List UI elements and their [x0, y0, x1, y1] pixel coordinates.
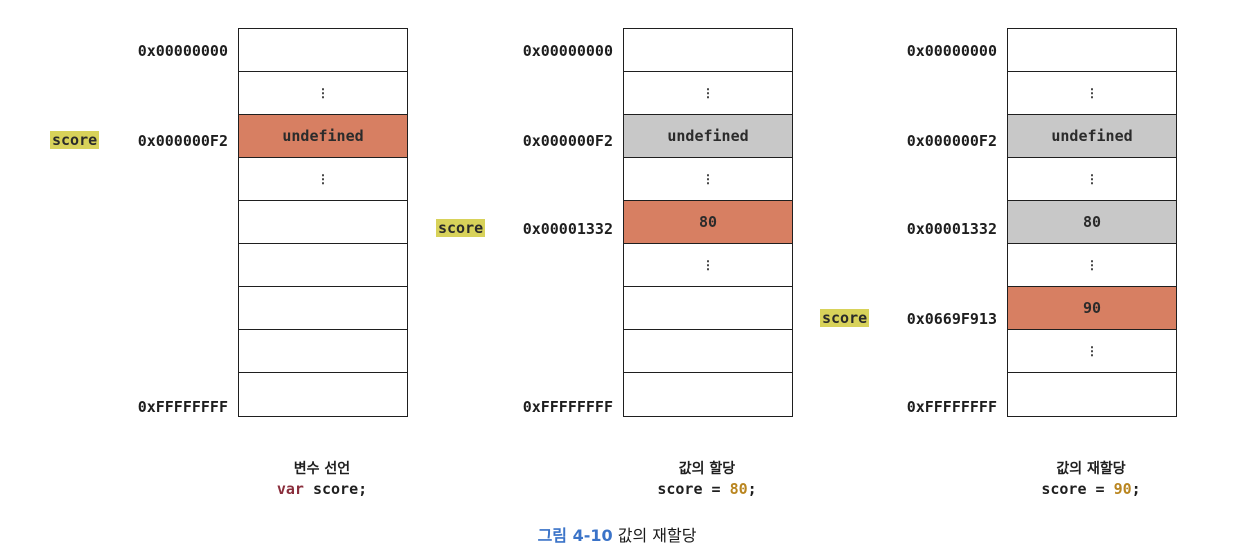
address-label: 0x00000000	[522, 42, 613, 60]
memory-column: ⋮ undefined ⋮ 80 ⋮	[623, 28, 793, 417]
address-label: 0x00001332	[906, 220, 997, 238]
memory-cell-ellipsis: ⋮	[1008, 244, 1176, 287]
panel-title: 값의 할당	[678, 461, 736, 477]
address-label: 0x0669F913	[906, 310, 997, 328]
figure-number: 그림 4-10	[537, 526, 613, 545]
memory-cell-ellipsis: ⋮	[239, 158, 407, 201]
address-label: 0x00000000	[906, 42, 997, 60]
memory-cell-score: undefined	[239, 115, 407, 158]
memory-cell-score: 90	[1008, 287, 1176, 330]
memory-cell-ellipsis: ⋮	[624, 244, 792, 287]
memory-cell	[239, 29, 407, 72]
memory-cell	[1008, 373, 1176, 416]
address-label: 0xFFFFFFFF	[906, 398, 997, 416]
variable-label-score: score	[50, 131, 100, 149]
memory-cell-80: 80	[1008, 201, 1176, 244]
panel-caption: 값의 할당 score = 80;	[623, 458, 791, 498]
memory-cell	[239, 201, 407, 244]
memory-cell	[239, 287, 407, 330]
address-label: 0x000000F2	[906, 132, 997, 150]
panel-title: 변수 선언	[293, 461, 351, 477]
memory-column: ⋮ undefined ⋮ 80 ⋮ 90 ⋮	[1007, 28, 1177, 417]
variable-label-score: score	[436, 219, 486, 237]
memory-cell-score: 80	[624, 201, 792, 244]
memory-cell-ellipsis: ⋮	[239, 72, 407, 115]
address-label: 0x000000F2	[522, 132, 613, 150]
panel-caption: 값의 재할당 score = 90;	[1007, 458, 1175, 498]
memory-cell	[624, 373, 792, 416]
memory-cell-undefined: undefined	[624, 115, 792, 158]
address-label: 0x000000F2	[137, 132, 228, 150]
memory-cell	[239, 244, 407, 287]
memory-cell	[624, 330, 792, 373]
panel-caption: 변수 선언 var score;	[238, 458, 406, 498]
memory-cell-ellipsis: ⋮	[624, 72, 792, 115]
code-snippet: score = 80;	[657, 480, 757, 498]
code-snippet: var score;	[276, 480, 368, 498]
figure-title: 값의 재할당	[612, 526, 697, 545]
code-snippet: score = 90;	[1041, 480, 1141, 498]
memory-cell	[239, 373, 407, 416]
memory-cell-ellipsis: ⋮	[1008, 330, 1176, 373]
memory-cell-ellipsis: ⋮	[1008, 158, 1176, 201]
memory-cell	[624, 29, 792, 72]
panel-title: 값의 재할당	[1056, 461, 1126, 477]
figure-caption: 그림 4-10 값의 재할당	[0, 522, 1234, 546]
address-label: 0x00001332	[522, 220, 613, 238]
memory-cell	[624, 287, 792, 330]
memory-cell-undefined: undefined	[1008, 115, 1176, 158]
variable-label-score: score	[820, 309, 870, 327]
memory-cell-ellipsis: ⋮	[1008, 72, 1176, 115]
address-label: 0xFFFFFFFF	[522, 398, 613, 416]
memory-cell	[239, 330, 407, 373]
memory-cell	[1008, 29, 1176, 72]
address-label: 0x00000000	[137, 42, 228, 60]
address-label: 0xFFFFFFFF	[137, 398, 228, 416]
memory-cell-ellipsis: ⋮	[624, 158, 792, 201]
memory-column: ⋮ undefined ⋮	[238, 28, 408, 417]
